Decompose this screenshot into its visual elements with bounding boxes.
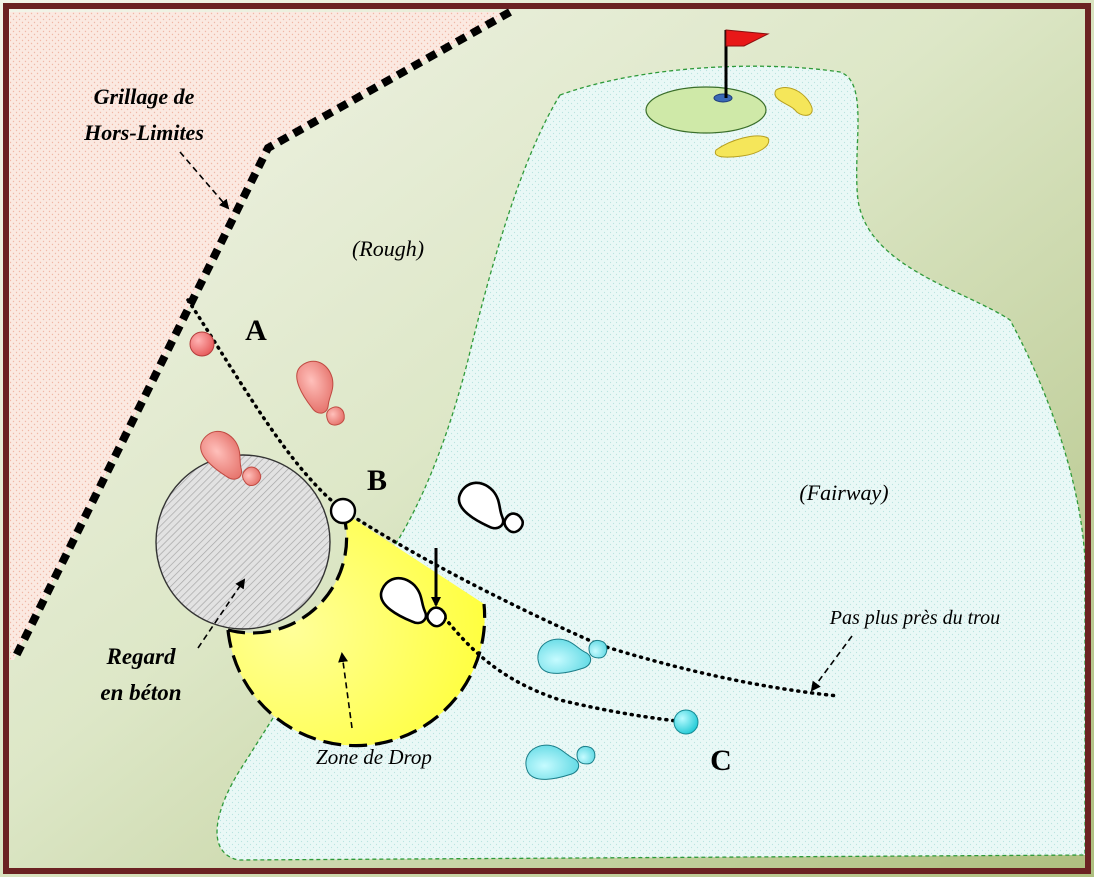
footprint-icon (537, 638, 608, 674)
nearer-pointer (810, 635, 853, 692)
drop-zone-pointer (338, 652, 353, 729)
concrete-manhole (155, 454, 331, 630)
bunker (774, 87, 813, 116)
ball-c (673, 709, 699, 735)
point-a-label: A (245, 314, 267, 347)
manhole-pointer (197, 578, 246, 649)
drop-zone-boundary (227, 511, 349, 635)
out-of-bounds-area (10, 12, 512, 660)
footprint-icon (525, 744, 596, 780)
ball-a (189, 331, 215, 357)
footprint-icon (296, 360, 345, 426)
fairway-label: (Fairway) (799, 480, 888, 505)
fence-label-line2: Hors-Limites (83, 120, 204, 145)
fence-label-line1: Grillage de (94, 84, 195, 109)
drop-zone-boundary (226, 603, 487, 748)
rough-label: (Rough) (352, 236, 424, 261)
fence-pointer (179, 151, 230, 210)
drop-zone-label: Zone de Drop (316, 745, 432, 769)
drop-zone (228, 512, 485, 746)
point-b-label: B (367, 464, 387, 497)
manhole-label-line1: Regard (106, 644, 177, 669)
drop-path-to-c (438, 610, 687, 724)
ball-b (329, 497, 357, 525)
point-c-label: C (710, 744, 732, 777)
putting-green (645, 86, 767, 134)
out-of-bounds-fence (10, 8, 512, 662)
equal-distance-arc (186, 298, 840, 698)
footprint-icon (457, 481, 525, 534)
footprint-icon (379, 576, 447, 628)
footprint-icon (200, 430, 262, 487)
not-nearer-label: Pas plus près du trou (829, 607, 1000, 629)
bunker (714, 135, 770, 158)
frame-border (3, 3, 1091, 874)
flag-icon (713, 29, 770, 103)
manhole-label-line2: en béton (100, 680, 181, 705)
